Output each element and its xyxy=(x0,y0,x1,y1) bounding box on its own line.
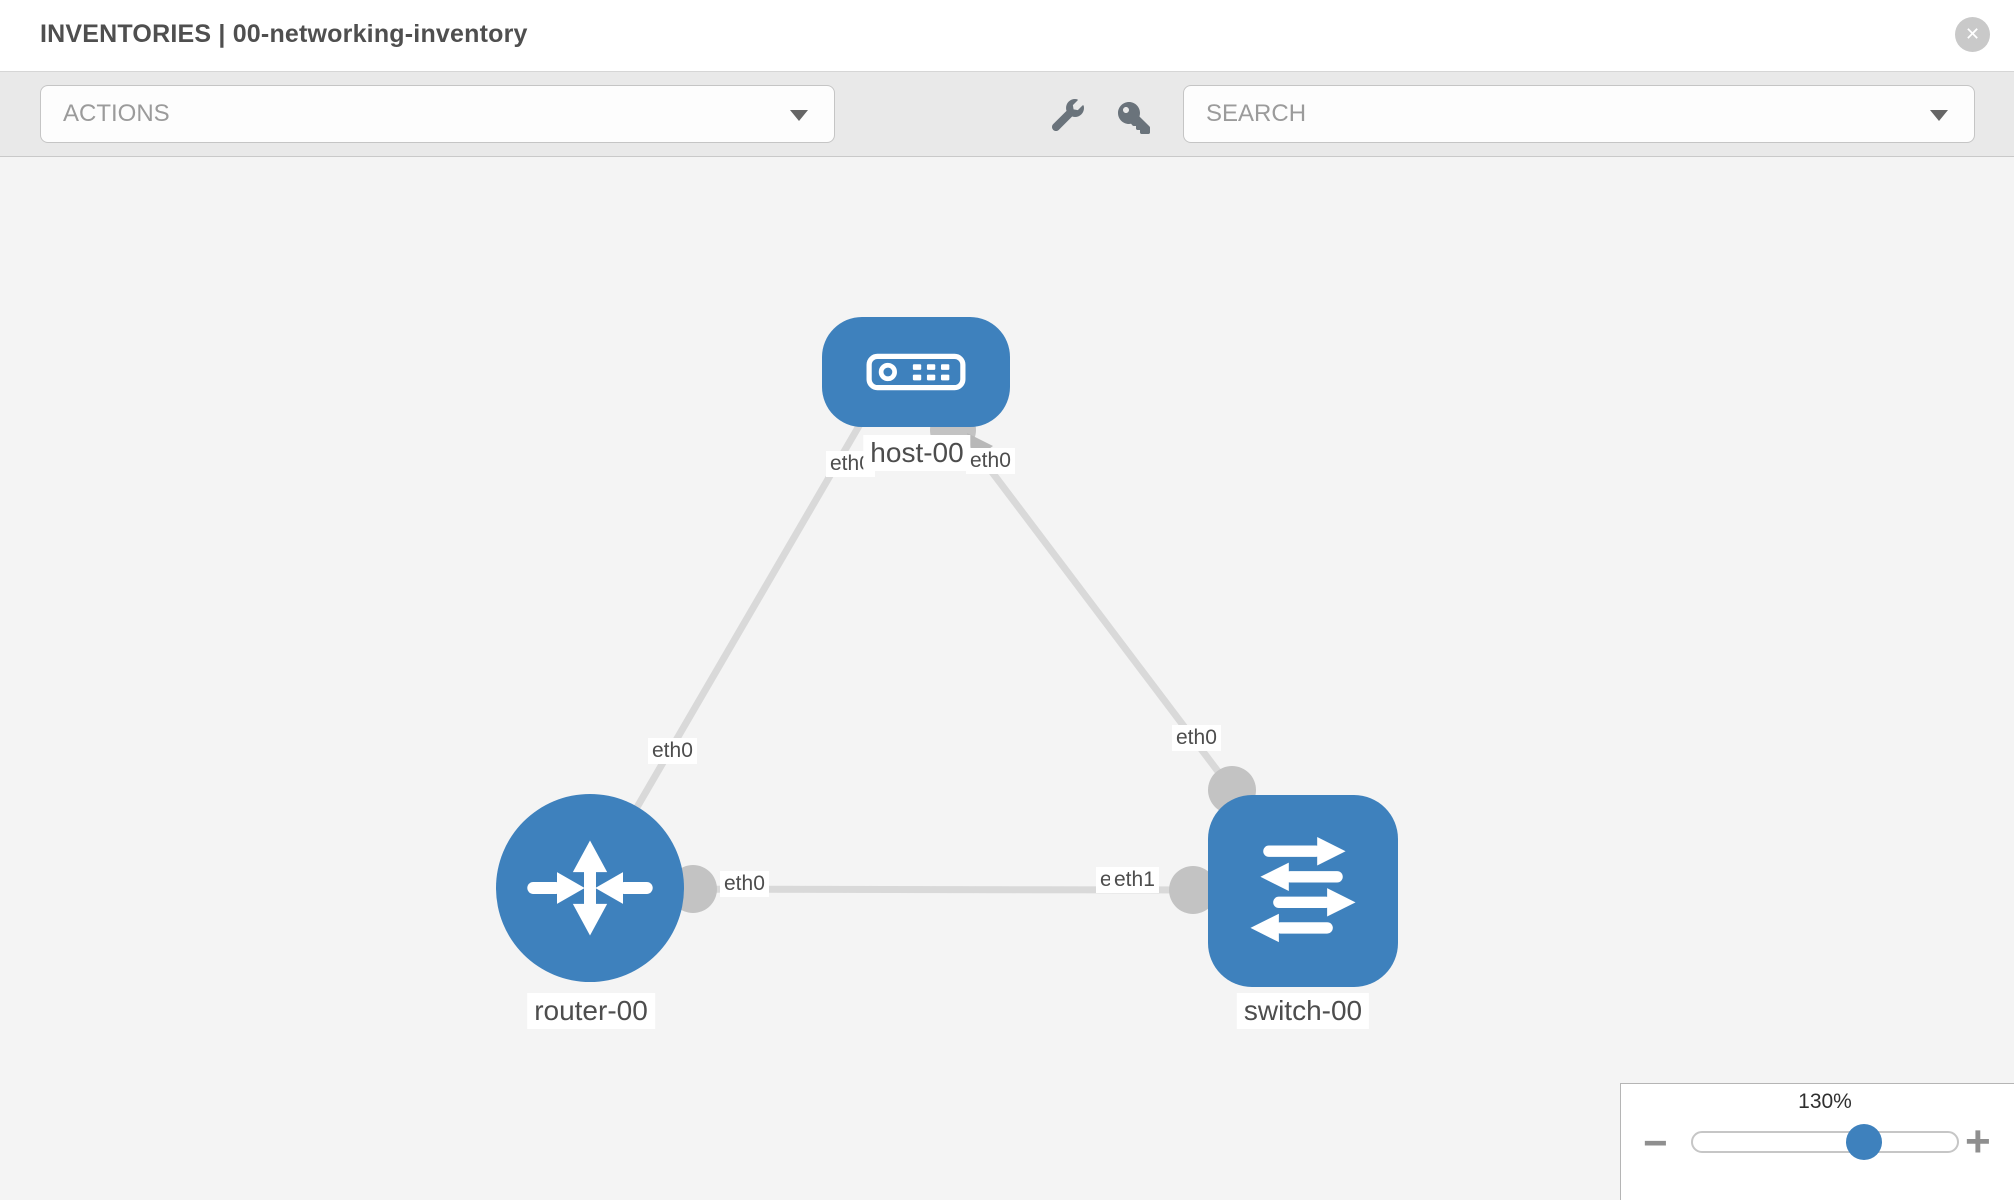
minus-icon: − xyxy=(1643,1119,1668,1166)
zoom-slider-thumb[interactable] xyxy=(1846,1124,1883,1160)
plus-icon: + xyxy=(1965,1117,1991,1166)
close-button[interactable]: ✕ xyxy=(1955,17,1990,52)
actions-dropdown-label: ACTIONS xyxy=(63,100,170,127)
actions-dropdown[interactable]: ACTIONS xyxy=(40,85,835,143)
iface-label: eth1 xyxy=(1110,867,1159,893)
close-icon: ✕ xyxy=(1964,24,1981,44)
zoom-in-button[interactable]: + xyxy=(1965,1120,1991,1164)
router-icon xyxy=(527,840,653,936)
zoom-slider-track[interactable] xyxy=(1691,1131,1959,1153)
iface-label: eth0 xyxy=(720,871,769,897)
toolbar: ACTIONS SEARCH xyxy=(0,72,2014,157)
caret-down-icon xyxy=(1930,110,1948,121)
host-server-icon xyxy=(866,353,966,391)
node-switch-00[interactable] xyxy=(1208,795,1398,987)
configure-wrench-button[interactable] xyxy=(1052,99,1084,131)
port-circle xyxy=(1169,866,1217,914)
iface-label: eth0 xyxy=(1172,725,1221,751)
node-label-host: host-00 xyxy=(863,435,971,471)
node-label-switch: switch-00 xyxy=(1236,993,1370,1029)
credentials-key-button[interactable] xyxy=(1118,102,1150,134)
search-placeholder: SEARCH xyxy=(1206,100,1307,127)
node-router-00[interactable] xyxy=(496,794,684,982)
iface-label: eth0 xyxy=(966,448,1015,474)
node-host-00[interactable] xyxy=(822,317,1010,427)
zoom-out-button[interactable]: − xyxy=(1643,1122,1668,1164)
search-input[interactable]: SEARCH xyxy=(1183,85,1975,143)
iface-label: eth0 xyxy=(648,738,697,764)
node-label-router: router-00 xyxy=(527,993,655,1029)
panel-header: INVENTORIES | 00-networking-inventory ✕ xyxy=(0,0,2014,72)
page-title: INVENTORIES | 00-networking-inventory xyxy=(40,20,528,48)
switch-icon xyxy=(1250,837,1356,943)
zoom-level-value: 130% xyxy=(1798,1090,1852,1113)
topology-edges xyxy=(586,405,1256,914)
caret-down-icon xyxy=(790,110,808,121)
zoom-control-panel: 130% − + xyxy=(1620,1083,2014,1200)
topology-canvas[interactable]: eth0 host-00 eth0 eth0 eth0 eth0 eth0 et… xyxy=(0,157,2014,1200)
